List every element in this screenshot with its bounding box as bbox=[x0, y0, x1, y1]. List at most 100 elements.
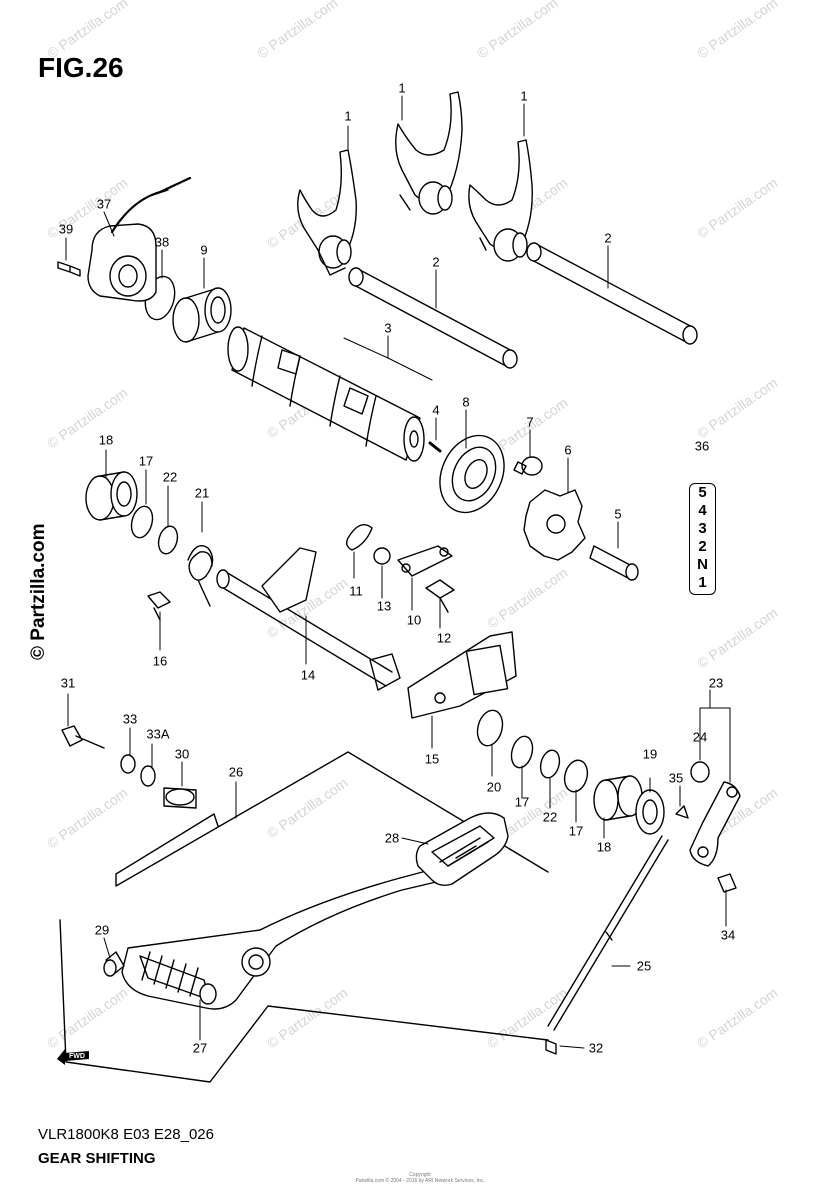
bolt-34 bbox=[717, 873, 737, 893]
callout-label: 33 bbox=[122, 711, 138, 727]
stopper-bolt bbox=[513, 456, 543, 476]
return-spring bbox=[187, 545, 214, 607]
callout-label: 31 bbox=[60, 675, 76, 691]
callout-label: 2 bbox=[604, 230, 612, 246]
shift-fork-center bbox=[395, 91, 463, 215]
shift-fork-left bbox=[297, 149, 357, 276]
callout-label: 9 bbox=[200, 242, 208, 258]
gear-label: 4 bbox=[698, 502, 707, 519]
callout-label: 16 bbox=[152, 653, 168, 669]
callout-label: 19 bbox=[642, 746, 658, 762]
oil-seal-19 bbox=[635, 789, 665, 835]
bearing-shift-shaft-right bbox=[593, 775, 643, 821]
bearing-cam-right bbox=[439, 434, 505, 514]
callout-label: 12 bbox=[436, 630, 452, 646]
stopper-pin bbox=[589, 545, 639, 581]
spring-20 bbox=[476, 709, 504, 747]
callout-label: 13 bbox=[376, 598, 392, 614]
callout-label: 15 bbox=[424, 751, 440, 767]
gear-label: N bbox=[697, 556, 708, 573]
side-watermark: © Partzilla.com bbox=[28, 523, 49, 661]
bolt-12 bbox=[425, 579, 455, 613]
callout-label: 17 bbox=[514, 794, 530, 810]
model-code: VLR1800K8 E03 E28_026 bbox=[38, 1126, 214, 1143]
callout-label: 21 bbox=[194, 485, 210, 501]
washer-13 bbox=[373, 547, 391, 565]
gear-indicator-box: 5 4 3 2 N 1 bbox=[689, 483, 716, 595]
callout-label: 14 bbox=[300, 667, 316, 683]
gear-position-switch bbox=[87, 176, 192, 302]
spring-11 bbox=[345, 524, 373, 551]
washer-33 bbox=[120, 754, 136, 774]
callout-label: 39 bbox=[58, 221, 74, 237]
callout-label: 37 bbox=[96, 196, 112, 212]
pedal-bolt-29 bbox=[103, 951, 125, 977]
cam-stopper-plate bbox=[523, 489, 586, 561]
callout-label: 38 bbox=[154, 234, 170, 250]
stud-bolt bbox=[147, 591, 171, 621]
fwd-label: FWD bbox=[69, 1053, 85, 1060]
gear-label: 1 bbox=[698, 574, 707, 591]
washer-33a bbox=[140, 765, 156, 787]
callout-label: 30 bbox=[174, 746, 190, 762]
fork-shaft-center bbox=[348, 267, 518, 369]
circlip-22-right bbox=[539, 749, 561, 779]
gearshift-cam-drum bbox=[227, 326, 425, 462]
grease-nipple-35 bbox=[675, 805, 689, 819]
callout-label: 35 bbox=[668, 770, 684, 786]
gear-label: 2 bbox=[698, 538, 707, 555]
fork-shaft-right bbox=[526, 242, 698, 345]
pedal-box-bottom bbox=[59, 919, 549, 1083]
gearshift-link-rod bbox=[547, 835, 669, 1031]
callout-label: 22 bbox=[162, 469, 178, 485]
gearshift-link-arm bbox=[689, 781, 741, 867]
section-name: GEAR SHIFTING bbox=[38, 1150, 156, 1167]
leader-lines bbox=[65, 95, 731, 1049]
callout-label: 7 bbox=[526, 414, 534, 430]
washer-17-right bbox=[510, 735, 534, 769]
callout-label: 10 bbox=[406, 612, 422, 628]
callout-label: 4 bbox=[432, 402, 440, 418]
callout-label: 29 bbox=[94, 922, 110, 938]
callout-label: 23 bbox=[708, 675, 724, 691]
callout-label: 17 bbox=[568, 823, 584, 839]
spacer-30 bbox=[163, 787, 197, 809]
cam-drum-pin bbox=[428, 441, 442, 453]
callout-label: 33A bbox=[146, 726, 170, 742]
callout-label: 6 bbox=[564, 442, 572, 458]
callout-label: 34 bbox=[720, 927, 736, 943]
gearshift-pedal bbox=[121, 869, 437, 1010]
callout-label: 1 bbox=[344, 108, 352, 124]
pedal-rubber-27 bbox=[139, 951, 217, 1005]
callout-label: 8 bbox=[462, 394, 470, 410]
callout-label: 17 bbox=[138, 453, 154, 469]
callout-label: 5 bbox=[614, 506, 622, 522]
fwd-arrow-icon: FWD bbox=[57, 1049, 89, 1065]
shift-fork-right bbox=[468, 139, 533, 262]
gear-label: 3 bbox=[698, 520, 707, 537]
callout-label: 11 bbox=[349, 583, 363, 599]
callout-label: 27 bbox=[192, 1040, 208, 1056]
switch-bolt bbox=[57, 261, 81, 277]
callout-label: 32 bbox=[588, 1040, 604, 1056]
callout-label: 20 bbox=[486, 779, 502, 795]
figure-title: FIG.26 bbox=[38, 52, 124, 83]
callout-label: 25 bbox=[636, 958, 652, 974]
callout-label: 22 bbox=[542, 809, 558, 825]
gearshift-shaft bbox=[216, 547, 401, 691]
rod-end-32 bbox=[545, 1039, 557, 1055]
callout-label: 2 bbox=[432, 254, 440, 270]
gear-label: 5 bbox=[698, 484, 707, 501]
callout-label: 36 bbox=[694, 438, 710, 454]
pedal-pad-28 bbox=[415, 812, 509, 887]
copyright-note: Copyright Partzilla.com © 2004 - 2016 by… bbox=[355, 1172, 485, 1184]
callout-label: 24 bbox=[692, 729, 708, 745]
washer-17-left bbox=[130, 505, 154, 539]
bearing-cam-left bbox=[172, 287, 232, 343]
callout-label: 1 bbox=[520, 88, 528, 104]
lever-joint-24 bbox=[690, 761, 710, 783]
callout-label: 26 bbox=[228, 764, 244, 780]
callout-label: 28 bbox=[384, 830, 400, 846]
shift-lever-plate bbox=[407, 631, 517, 719]
